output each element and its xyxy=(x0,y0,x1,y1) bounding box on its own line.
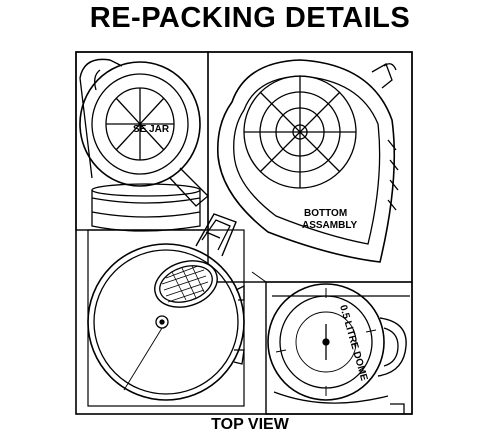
se-jar-label: SE JAR xyxy=(133,124,170,135)
view-caption: TOP VIEW xyxy=(211,416,289,433)
page-title: RE-PACKING DETAILS xyxy=(89,2,411,34)
lid-drawing xyxy=(87,213,245,407)
bottom-assembly-drawing xyxy=(207,51,413,283)
dome-label: 0.5 LITRE DOME xyxy=(337,304,369,383)
bottom-assembly-label-line2: ASSAMBLY xyxy=(302,220,358,231)
bottom-assembly-label-line1: BOTTOM xyxy=(304,208,347,219)
se-jar-drawing xyxy=(75,51,209,232)
dome-drawing xyxy=(244,271,413,415)
